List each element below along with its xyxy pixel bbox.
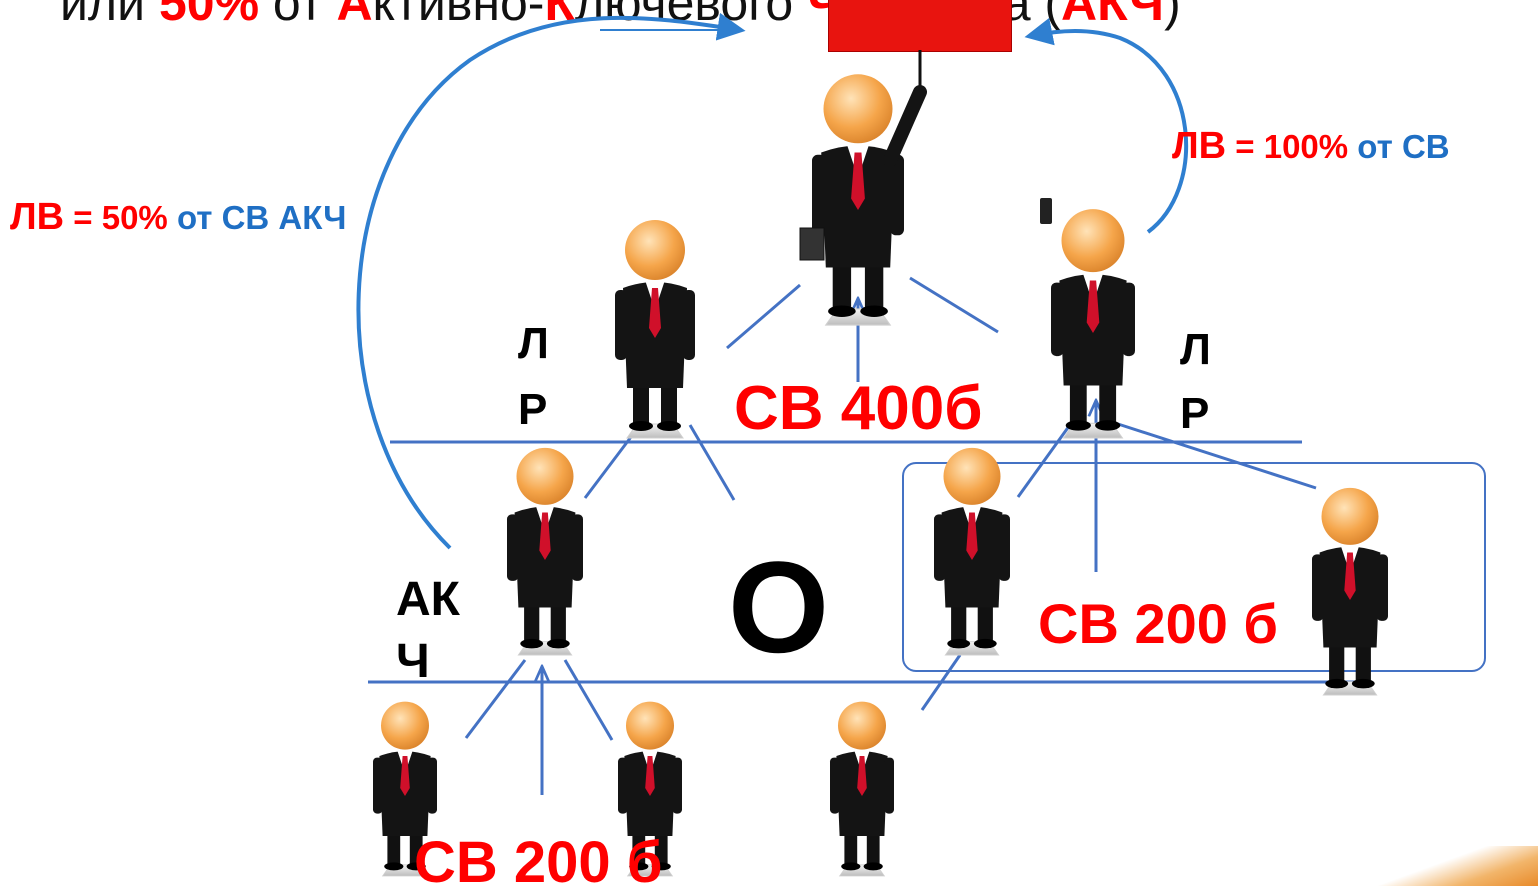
person-left-partner (614, 219, 696, 439)
person-box-1 (933, 447, 1011, 656)
sv-bottom-label: СВ 200 б (414, 830, 663, 895)
title-akch: АКЧ (1061, 0, 1165, 31)
lr-left-1: Л (518, 319, 549, 368)
title-close: ) (1164, 0, 1181, 31)
link-bottom-c (563, 659, 614, 741)
curve-arrow-left (356, 12, 746, 550)
title-a-rest: ктивно- (372, 0, 545, 31)
link-bottom-a (464, 659, 527, 739)
phone-icon (1040, 198, 1052, 224)
title-percent: 50% (158, 0, 260, 31)
link-top-right (909, 276, 999, 334)
person-top (811, 73, 905, 326)
link-bottom-d (920, 654, 962, 711)
person-akch (506, 447, 584, 656)
title-mid: от (259, 0, 337, 31)
sv-top-label: СВ 400б (734, 374, 983, 443)
akch-label-2: Ч (396, 635, 430, 688)
lv-left-label: ЛВ = 50% от СВ АКЧ (10, 198, 346, 236)
lv-right-lv: ЛВ (1172, 125, 1227, 167)
lv-right-eq: = 100% (1226, 128, 1358, 165)
link-right-a (1016, 421, 1074, 498)
lv-left-lv: ЛВ (10, 196, 65, 238)
lv-right-rest: от СВ (1357, 128, 1450, 165)
lr-left-2: Р (518, 385, 548, 434)
link-right-c (1117, 422, 1317, 490)
title-prefix: или (60, 0, 146, 31)
person-box-2 (1311, 487, 1389, 696)
title-a: А (336, 0, 373, 31)
link-left-b (688, 424, 736, 501)
lv-left-eq: = 50% (64, 199, 177, 236)
sv-box-label: СВ 200 б (1038, 592, 1279, 655)
akch-label-1: АК (396, 573, 460, 626)
red-flag (828, 0, 1012, 52)
link-top-left (726, 283, 801, 350)
group-box (902, 462, 1486, 672)
lr-right-2: Р (1180, 389, 1210, 438)
curve-arrow-right (1024, 17, 1188, 234)
briefcase-icon (799, 227, 825, 261)
lv-left-rest: от СВ АКЧ (176, 199, 347, 236)
lv-right-label: ЛВ = 100% от СВ (1172, 127, 1450, 165)
raised-arm (883, 85, 927, 167)
lr-right-1: Л (1180, 325, 1211, 374)
person-right-partner (1050, 208, 1136, 439)
person-bottom-3 (829, 701, 895, 877)
decorative-swoosh (1378, 846, 1538, 886)
o-label: О (728, 534, 830, 680)
